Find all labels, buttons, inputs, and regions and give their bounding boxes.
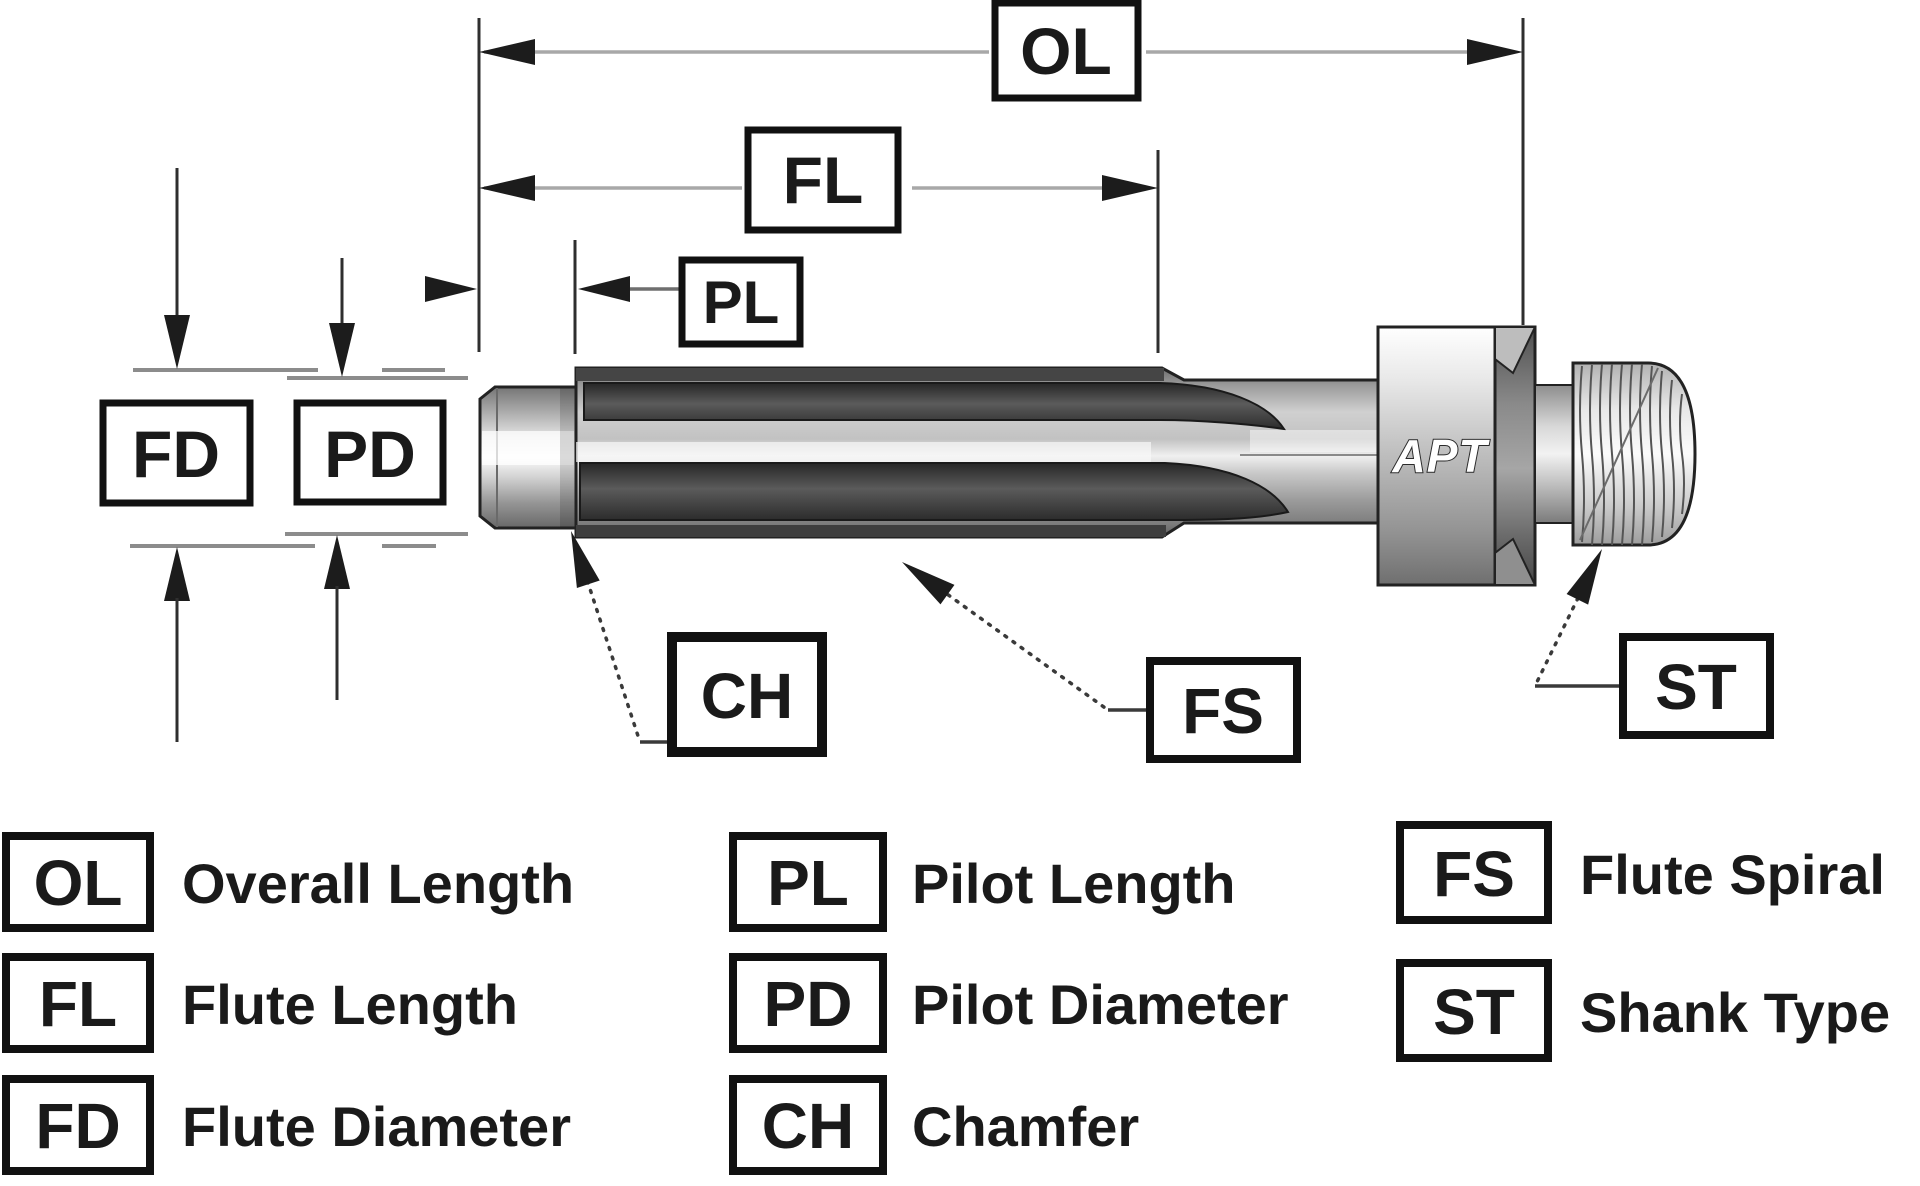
arrow-fl-left [479, 175, 535, 201]
callout-box-ol [991, 0, 1142, 102]
legend-code-fl: FL [39, 968, 117, 1040]
legend-item-fl: FL Flute Length [2, 953, 518, 1053]
flute-groove-upper [583, 382, 1287, 431]
legend-label-st: Shank Type [1580, 981, 1890, 1044]
leader-shank-type: ST [1533, 549, 1774, 739]
legend-item-fs: FS Flute Spiral [1396, 821, 1885, 924]
legend-item-ch: CH Chamfer [729, 1075, 1139, 1175]
dimension-overall-length: OL [479, 0, 1523, 102]
tool-illustration: APT [478, 325, 1697, 587]
pilot-highlight [482, 431, 574, 465]
dimension-pilot-length: PL [425, 256, 804, 348]
tool-threaded-shank [1534, 361, 1697, 547]
legend-label-fd: Flute Diameter [182, 1095, 571, 1158]
flute-top-edge [576, 368, 1164, 381]
flute-groove-lower [579, 462, 1290, 521]
arrow-st [1566, 549, 1602, 605]
callout-box-pl [678, 256, 804, 348]
callout-box-fs [1146, 657, 1301, 763]
tool-hex-nut: APT [1376, 325, 1537, 587]
legend-code-ch: CH [762, 1090, 854, 1162]
legend-code-ol: OL [34, 847, 123, 919]
arrow-fl-right [1102, 175, 1158, 201]
arrow-fs [902, 562, 955, 605]
legend-code-pl: PL [767, 847, 849, 919]
thread-lines [1579, 363, 1685, 546]
legend-item-ol: OL Overall Length [2, 832, 574, 932]
legend-item-pl: PL Pilot Length [729, 832, 1236, 932]
legend-code-fs: FS [1433, 838, 1515, 910]
dimension-flute-diameter: FD [99, 168, 445, 742]
leader-flute-spiral: FS [902, 562, 1301, 763]
callout-box-fd [99, 399, 254, 507]
legend-label-ol: Overall Length [182, 852, 574, 915]
dimension-flute-length: FL [479, 126, 1158, 234]
legend-label-pl: Pilot Length [912, 852, 1236, 915]
callout-box-ch [667, 632, 827, 757]
callout-st: ST [1655, 651, 1737, 723]
arrow-pl-left [425, 276, 477, 302]
callout-ch: CH [701, 660, 793, 732]
legend-item-st: ST Shank Type [1396, 959, 1890, 1062]
callout-box-st [1619, 633, 1774, 739]
legend-code-fd: FD [35, 1090, 120, 1162]
leader-chamfer: CH [571, 531, 827, 757]
legend-code-st: ST [1433, 976, 1515, 1048]
brand-logo: APT [1392, 430, 1491, 482]
legend-code-pd: PD [764, 968, 853, 1040]
callout-box-pd [293, 399, 447, 506]
legend-label-pd: Pilot Diameter [912, 973, 1289, 1036]
tool-fluted-body [574, 366, 1380, 539]
callout-fl: FL [783, 143, 864, 217]
callout-pl: PL [703, 269, 780, 336]
legend-label-fs: Flute Spiral [1580, 843, 1885, 906]
arrow-pd-top [329, 323, 355, 377]
legend-label-fl: Flute Length [182, 973, 518, 1036]
arrow-pl-right [578, 276, 630, 302]
callout-fs: FS [1182, 675, 1264, 747]
dimension-pilot-diameter: PD [285, 258, 468, 700]
callout-ol: OL [1020, 14, 1112, 88]
arrow-fd-top [164, 315, 190, 369]
tool-pilot-section [478, 385, 578, 530]
legend-item-pd: PD Pilot Diameter [729, 953, 1289, 1053]
arrow-ol-right [1467, 39, 1523, 65]
arrow-pd-bottom [324, 535, 350, 589]
callout-box-fl [744, 126, 902, 234]
arrow-fd-bottom [164, 547, 190, 601]
callout-fd: FD [132, 417, 220, 491]
extension-lines [477, 18, 1525, 354]
flute-bottom-edge [576, 525, 1166, 537]
legend-label-ch: Chamfer [912, 1095, 1139, 1158]
arrow-ch [571, 531, 600, 588]
arrow-ol-left [479, 39, 535, 65]
legend: OL Overall Length FL Flute Length FD Flu… [2, 821, 1890, 1175]
legend-item-fd: FD Flute Diameter [2, 1075, 571, 1175]
callout-pd: PD [324, 417, 416, 491]
